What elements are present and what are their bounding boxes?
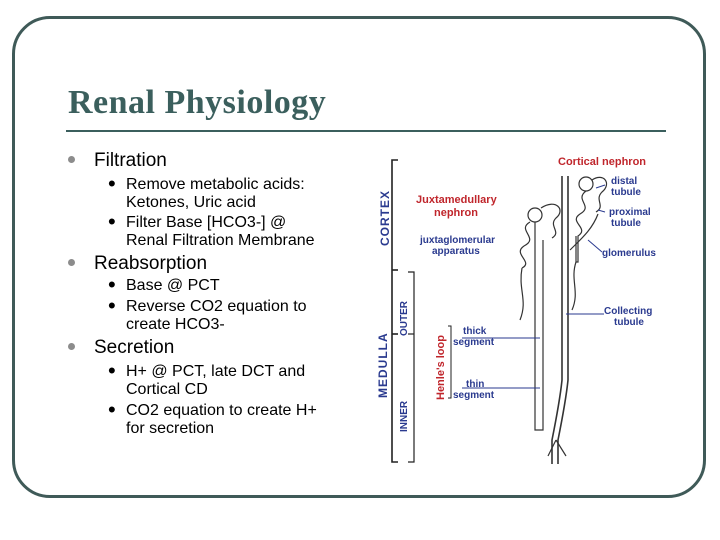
sub-bullet-line: for secretion xyxy=(126,420,215,437)
slide-title: Renal Physiology xyxy=(68,84,327,121)
collecting-label: Collecting xyxy=(604,306,652,317)
sub-bullet-line: Base @ PCT xyxy=(126,277,220,294)
sub-bullet-line: CO2 equation to create H+ xyxy=(126,402,317,419)
thin-label: thin xyxy=(466,379,484,390)
sub-bullet-dot-icon: • xyxy=(108,272,116,297)
sub-bullet-line: Renal Filtration Membrane xyxy=(126,232,315,249)
thin-segment-label: segment xyxy=(453,390,495,401)
heading-text: Reabsorption xyxy=(94,253,208,274)
sub-bullet-line: H+ @ PCT, late DCT and xyxy=(126,363,306,380)
thick-label: thick xyxy=(463,326,487,337)
distal-label: distal xyxy=(611,176,637,187)
juxtamedullary-label: Juxtamedullary xyxy=(416,194,498,206)
region-medulla-label: MEDULLA xyxy=(376,332,390,398)
bullet-heading: Filtration xyxy=(60,150,315,172)
pointer-lines xyxy=(462,184,606,389)
region-cortex-label: CORTEX xyxy=(378,190,392,246)
thick-segment-label: segment xyxy=(453,337,495,348)
bullet-dot-icon xyxy=(68,343,75,350)
nephron-diagram: CORTEX MEDULLA OUTER INNER Henle's loop xyxy=(376,156,656,464)
nephron-tubules xyxy=(519,176,607,464)
sub-bullet-dot-icon: • xyxy=(108,293,116,318)
bullet-dot-icon xyxy=(68,259,75,266)
section-filtration: Filtration • Remove metabolic acids:Keton… xyxy=(60,150,315,250)
sub-bullet: • Base @ PCT xyxy=(60,272,307,297)
region-bracket xyxy=(391,159,415,463)
slide-frame xyxy=(12,16,706,498)
cortical-nephron-label: Cortical nephron xyxy=(558,156,646,168)
sub-bullet-line: Reverse CO2 equation to xyxy=(126,298,307,315)
henle-bracket xyxy=(448,325,452,399)
heading-text: Filtration xyxy=(94,150,167,171)
cortical-glomerulus xyxy=(578,176,594,192)
sub-bullet: • Remove metabolic acids:Ketones, Uric ac… xyxy=(60,171,315,212)
title-underline xyxy=(66,130,666,132)
sub-bullet-dot-icon: • xyxy=(108,397,116,422)
glomerulus-label: glomerulus xyxy=(602,248,656,259)
sub-bullet-line: Cortical CD xyxy=(126,381,208,398)
apparatus-label: apparatus xyxy=(432,246,480,257)
sub-bullet: • Filter Base [HCO3-] @Renal Filtration M… xyxy=(60,209,315,250)
heading-text: Secretion xyxy=(94,337,175,358)
section-reabsorption: Reabsorption • Base @ PCT • Reverse CO2 eq… xyxy=(60,253,307,334)
juxtaglomerular-label: juxtaglomerular xyxy=(419,235,495,246)
bullet-dot-icon xyxy=(68,156,75,163)
sub-bullet-line: Filter Base [HCO3-] @ xyxy=(126,214,287,231)
sub-bullet-dot-icon: • xyxy=(108,209,116,234)
region-outer-label: OUTER xyxy=(399,300,410,336)
bullet-heading: Secretion xyxy=(60,337,317,359)
sub-bullet-dot-icon: • xyxy=(108,171,116,196)
henle-loop-label: Henle's loop xyxy=(435,335,447,400)
proximal-tubule-label: tubule xyxy=(611,218,641,229)
region-inner-label: INNER xyxy=(399,400,410,432)
sub-bullet-line: Ketones, Uric acid xyxy=(126,194,256,211)
sub-bullet-dot-icon: • xyxy=(108,358,116,383)
juxtamedullary-glomerulus xyxy=(527,207,543,223)
sub-bullet-line: Remove metabolic acids: xyxy=(126,176,305,193)
collecting-tubule-label: tubule xyxy=(614,317,644,328)
sub-bullet: • CO2 equation to create H+for secretion xyxy=(60,397,317,438)
proximal-label: proximal xyxy=(609,207,651,218)
nephron-label: nephron xyxy=(434,207,478,219)
sub-bullet-line: create HCO3- xyxy=(126,316,225,333)
distal-tubule-label: tubule xyxy=(611,187,641,198)
bullet-heading: Reabsorption xyxy=(60,253,307,275)
